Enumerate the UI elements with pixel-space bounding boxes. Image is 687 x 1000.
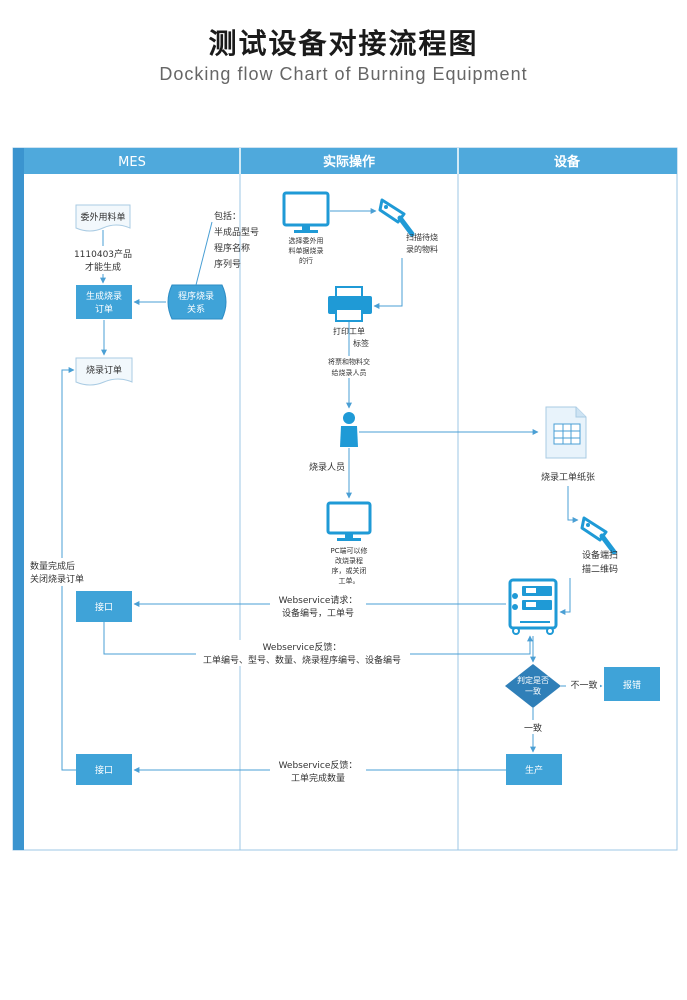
burn-order-doc-shape [75,357,133,386]
left-edge-bar [13,148,24,850]
select-note-line1: 选择委外用 [289,236,324,245]
lane-label-mes: MES [118,155,146,170]
feedback2-label-line2: 工单完成数量 [291,772,345,784]
lane-header-bar [24,148,677,174]
handover-note-line1: 将票和物料交 [328,357,370,366]
select-note-line2: 料单据烧录 [289,246,324,255]
page-subtitle: Docking flow Chart of Burning Equipment [159,64,528,84]
burning-machine-icon [508,578,558,635]
create-order-box [76,285,132,319]
request-label-line2: 设备编号，工单号 [282,607,354,619]
includes-note-line1: 包括： [214,210,241,222]
lane-label-operation: 实际操作 [323,154,375,170]
operator-label: 烧录人员 [309,461,345,473]
feedback-label-line1: Webservice反馈： [263,641,342,653]
product-note-line2: 才能生成 [85,261,121,273]
handover-note-line2: 给烧录人员 [332,368,367,377]
close-order-note-line2: 关闭烧录订单 [30,573,84,585]
pc-note-line1: PC端可以修 [330,546,367,555]
interface-box-2 [76,754,132,785]
judge-decision-diamond [505,664,561,708]
scan-note-line1: 扫描待烧 [406,232,438,242]
feedback2-label-line1: Webservice反馈： [279,759,358,771]
error-box [604,667,660,701]
pc-monitor-icon [326,501,372,541]
device-scan-line2: 描二维码 [582,563,618,575]
pc-note-line2: 改烧录程 [335,556,363,565]
program-relation-line2: 关系 [187,303,205,315]
pc-note-line3: 序，或关闭 [332,566,367,575]
outsourcing-doc-label: 委外用料单 [80,211,125,223]
outsourcing-doc-shape [75,204,131,232]
work-sheet-label: 烧录工单纸张 [541,471,595,483]
barcode-scanner-icon [378,198,415,237]
includes-note-line3: 程序名称 [214,242,250,254]
device-scanner-icon [580,516,617,555]
judge-label-line1: 判定是否 [517,675,549,685]
mismatch-label: 不一致 [570,679,597,691]
monitor-icon [282,191,330,233]
error-label: 报错 [623,679,641,691]
judge-label-line2: 一致 [525,686,541,696]
interface-label-1: 接口 [95,601,113,613]
burn-order-label: 烧录订单 [86,364,122,376]
feedback-label-line2: 工单编号、型号、数量、烧录程序编号、设备编号 [203,654,401,666]
lane-label-device: 设备 [554,154,581,170]
match-label: 一致 [524,722,542,734]
device-scan-line1: 设备端扫 [582,549,618,561]
includes-note-line2: 半成品型号 [214,226,259,238]
spreadsheet-doc-icon [545,406,587,459]
page-title: 测试设备对接流程图 [208,27,479,60]
produce-label: 生产 [525,764,543,776]
operator-person-icon [340,412,358,447]
close-order-note-line1: 数量完成后 [30,560,75,572]
includes-note-line4: 序列号 [214,258,241,270]
scan-note-line2: 录的物料 [406,244,438,254]
program-relation-line1: 程序烧录 [178,290,214,302]
interface-box-1 [76,591,132,622]
request-label-line1: Webservice请求： [279,594,358,606]
create-order-line1: 生成烧录 [86,290,122,302]
select-note-line3: 的行 [299,256,313,265]
program-relation-shape [167,284,227,320]
produce-box [506,754,562,785]
interface-label-2: 接口 [95,764,113,776]
product-note-line1: 1110403产品 [74,248,132,260]
pc-note-line4: 工单。 [339,576,360,585]
printer-icon [328,286,372,322]
print-label-line2: 标签 [353,338,369,348]
create-order-line2: 订单 [95,303,113,315]
